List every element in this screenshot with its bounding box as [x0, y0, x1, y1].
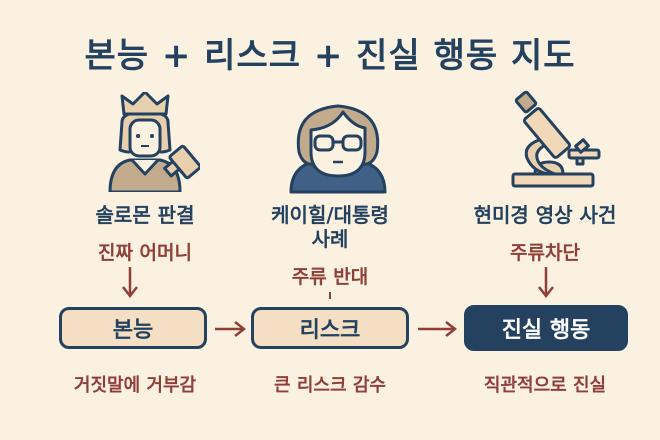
woman-with-glasses-icon: [289, 104, 387, 194]
right-arrow-icon: [418, 321, 458, 337]
down-arrow-icon: [538, 267, 554, 299]
down-arrow-icon: [122, 267, 138, 299]
case-subtitle-mainstream-blocked: 주류차단: [510, 242, 580, 264]
case-title-line2: 사례: [311, 227, 349, 251]
case-subtitle-real-mother: 진짜 어머니: [97, 242, 192, 264]
bottom-label-lie-aversion: 거짓말에 거부감: [73, 375, 197, 396]
page-title: 본능 + 리스크 + 진실 행동 지도: [84, 36, 576, 76]
short-tick-mark: [329, 292, 331, 299]
king-judge-with-gavel-icon: [108, 92, 200, 192]
flow-box-truth-action: 진실 행동: [464, 305, 628, 351]
flow-box-instinct: 본능: [59, 307, 207, 349]
microscope-icon: [511, 90, 601, 188]
bottom-label-intuitive-truth: 직관적으로 진실: [483, 375, 607, 396]
case-title-line1: 케이힐/대통령: [271, 203, 389, 227]
bottom-label-big-risk: 큰 리스크 감수: [274, 375, 386, 396]
case-title-solomon: 솔로몬 판결: [95, 203, 195, 227]
flow-box-risk: 리스크: [251, 307, 409, 349]
case-title-microscope-video: 현미경 영상 사건: [473, 203, 617, 227]
case-title-cahill-president: 케이힐/대통령 사례: [235, 203, 425, 251]
right-arrow-icon: [215, 321, 247, 337]
case-subtitle-oppose-mainstream: 주류 반대: [291, 266, 369, 288]
